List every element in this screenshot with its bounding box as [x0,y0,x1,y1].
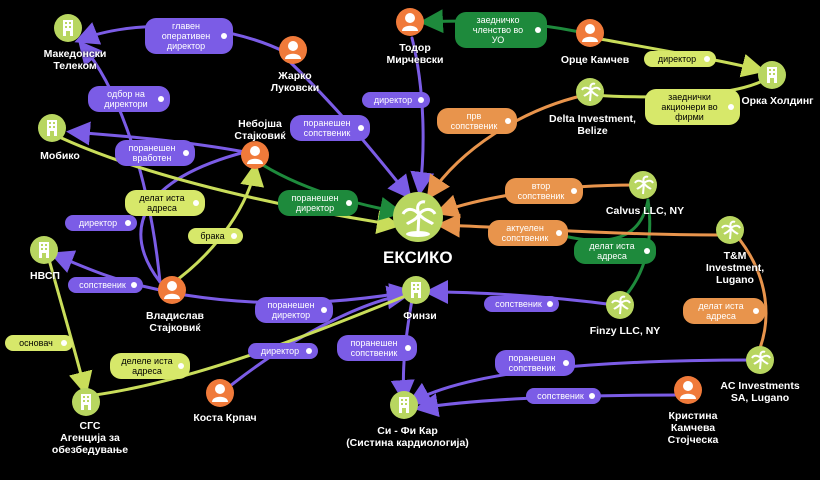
relation-label-r10[interactable]: поранешен директор [255,297,333,323]
node-zharko[interactable] [279,36,307,64]
relation-label-r14[interactable]: директор [362,92,430,108]
node-kosta[interactable] [206,379,234,407]
relation-label-r24[interactable]: поранешен сопственик [337,335,417,361]
node-tm[interactable] [716,216,744,244]
node-label-mobiko: Мобико [40,150,80,162]
relation-label-r5[interactable]: директор [65,215,137,231]
relation-label-r9[interactable]: делеле иста адреса [110,353,190,379]
relation-label-r3[interactable]: поранешен вработен [115,140,195,166]
relation-label-r19[interactable]: втор сопственик [505,178,583,204]
node-label-vladislav: Владислав Стајковиќ [145,310,205,334]
relation-label-r7[interactable]: сопственик [68,277,143,293]
node-nebojsha[interactable] [241,141,269,169]
relation-label-r6[interactable]: брака [188,228,243,244]
relation-label-r17[interactable]: заеднички акционери во фирми [645,89,740,125]
relation-label-r4[interactable]: делат иста адреса [125,190,205,216]
node-label-zharko: Жарко Луковски [270,70,320,94]
relation-label-r25[interactable]: поранешен сопственик [495,350,575,376]
relation-label-r1[interactable]: главен оперативен директор [145,18,233,54]
node-todor[interactable] [396,8,424,36]
node-label-ac: AC Investments SA, Lugano [720,380,800,404]
node-label-kristina: Кристина Камчева Стојческа [667,410,719,446]
node-label-kosta: Коста Крпач [193,412,257,424]
relation-label-r23[interactable]: делат иста адреса [683,298,765,324]
node-label-sifikar: Си - Фи Кар (Систина кардиологија) [346,425,469,449]
node-label-orce: Орце Камчев [560,54,630,66]
relation-label-r8[interactable]: основач [5,335,73,351]
node-sifikar[interactable] [390,391,418,419]
node-delta[interactable] [576,78,604,106]
node-orka[interactable] [758,61,786,89]
node-nevsp[interactable] [30,236,58,264]
node-sgs[interactable] [72,388,100,416]
node-makedonski[interactable] [54,14,82,42]
node-label-orka: Орка Холдинг [741,95,814,107]
node-label-todor: Тодор Мирчевски [386,42,444,66]
relation-label-r2[interactable]: одбор на директори [88,86,170,112]
node-label-delta: Delta Investment, Belize [549,113,636,137]
node-calvus[interactable] [629,171,657,199]
center-node[interactable] [393,192,443,242]
palm-icon [401,200,437,237]
node-vladislav[interactable] [158,276,186,304]
center-label: ЕКСИКО [383,248,453,267]
relation-label-r12[interactable]: поранешен сопственик [290,115,370,141]
node-label-tm: T&M Investment, Lugano [705,250,765,286]
relation-label-r13[interactable]: поранешен директор [278,190,358,216]
relation-label-r22[interactable]: сопственик [484,296,559,312]
node-label-calvus: Calvus LLC, NY [605,205,685,217]
node-ac[interactable] [746,346,774,374]
node-orce[interactable] [576,19,604,47]
node-kristina[interactable] [674,376,702,404]
relation-label-r11[interactable]: директор [248,343,318,359]
node-finzy[interactable] [606,291,634,319]
node-label-nebojsha: Небојша Стајковиќ [234,118,286,142]
relation-label-r18[interactable]: прв сопственик [437,108,517,134]
node-label-sgs: СГС Агенција за обезбедување [51,420,129,456]
relation-label-r16[interactable]: директор [644,51,716,67]
node-mobiko[interactable] [38,114,66,142]
relation-label-r20[interactable]: актуелен сопственик [488,220,568,246]
node-label-finzi: Финзи [403,310,437,322]
node-label-finzy: Finzy LLC, NY [589,325,661,337]
relation-label-r21[interactable]: делат иста адреса [574,238,656,264]
node-label-nevsp: НВСП [30,270,60,282]
relation-label-r26[interactable]: сопственик [526,388,601,404]
node-label-makedonski: Македонски Телеком [43,48,107,72]
node-finzi[interactable] [402,276,430,304]
relation-label-r15[interactable]: заедничко членство во УО [455,12,547,48]
